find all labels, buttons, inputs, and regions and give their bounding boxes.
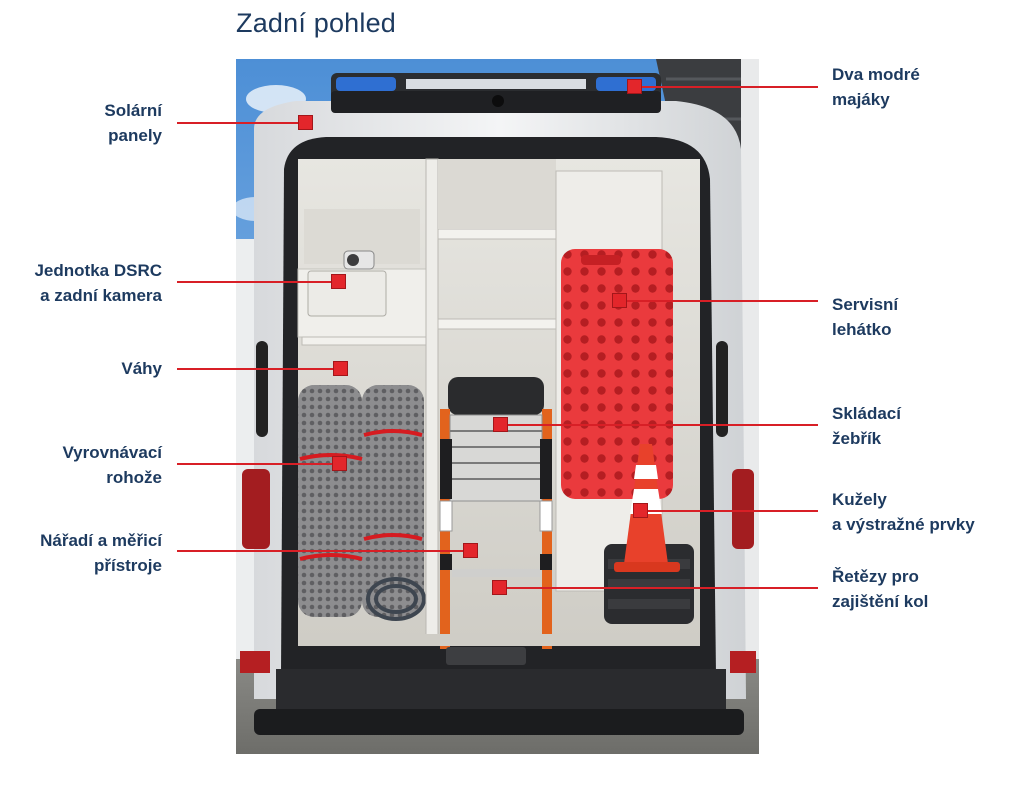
leader-scales xyxy=(177,368,341,370)
leader-beacons xyxy=(635,86,818,88)
label-dsrc-camera: Jednotka DSRC a zadní kamera xyxy=(34,261,162,305)
leader-tools xyxy=(177,550,471,552)
label-blue-beacons: Dva modré majáky xyxy=(832,65,920,109)
label-wheel-chains: Řetězy pro zajištění kol xyxy=(832,567,929,611)
marker-cones xyxy=(633,503,648,518)
van-rear-photo xyxy=(236,59,759,754)
leader-chains xyxy=(500,587,818,589)
leader-cones xyxy=(641,510,818,512)
label-tools-instruments: Nářadí a měřicí přístroje xyxy=(40,531,162,575)
label-scales: Váhy xyxy=(121,359,162,378)
page-title: Zadní pohled xyxy=(236,8,397,38)
leader-dsrc xyxy=(177,281,339,283)
marker-solar xyxy=(298,115,313,130)
marker-ladder xyxy=(493,417,508,432)
label-folding-ladder: Skládací žebřík xyxy=(832,404,901,448)
leader-mats xyxy=(177,463,340,465)
marker-scales xyxy=(333,361,348,376)
marker-dsrc xyxy=(331,274,346,289)
leader-creeper xyxy=(620,300,818,302)
label-leveling-mats: Vyrovnávací rohože xyxy=(62,443,162,487)
marker-beacons xyxy=(627,79,642,94)
marker-mats xyxy=(332,456,347,471)
leader-solar xyxy=(177,122,306,124)
leader-ladder xyxy=(501,424,818,426)
marker-tools xyxy=(463,543,478,558)
label-cones-warning: Kužely a výstražné prvky xyxy=(832,490,975,534)
marker-creeper xyxy=(612,293,627,308)
label-solar-panels: Solární panely xyxy=(104,101,162,145)
marker-chains xyxy=(492,580,507,595)
label-service-creeper: Servisní lehátko xyxy=(832,295,899,339)
